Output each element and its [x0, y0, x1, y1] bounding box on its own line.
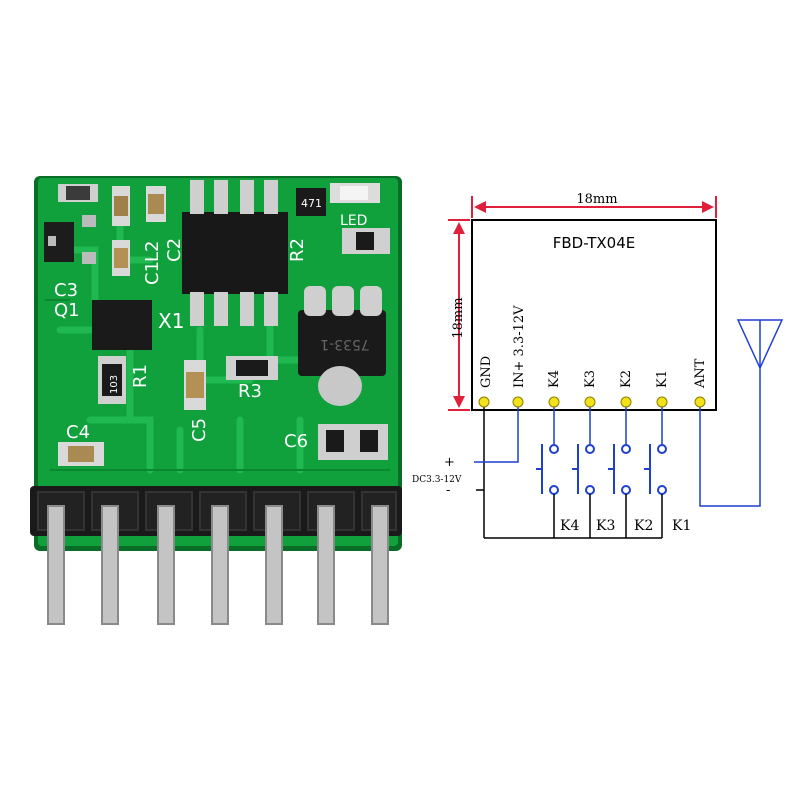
- antenna-icon: [736, 319, 784, 378]
- silk-c1: C1: [142, 261, 163, 285]
- silk-c4: C4: [66, 422, 90, 443]
- pin-label-vin: IN+ 3.3-12V: [512, 305, 527, 388]
- switch-label-k4: K4: [560, 518, 579, 534]
- silk-led: LED: [340, 213, 367, 229]
- silk-c3: C3: [54, 280, 78, 301]
- silk-c5: C5: [189, 418, 210, 442]
- pin-dot-ant: [694, 396, 706, 408]
- switch-label-k2: K2: [634, 518, 653, 534]
- pcb-trace-edges: [45, 299, 390, 471]
- silk-103: 103: [109, 375, 120, 394]
- pin-dot-vin: [512, 396, 524, 408]
- switch-k2: [608, 444, 631, 538]
- schematic: FBD-TX04E 18mm 18mm GND IN+ 3.3-12V K4 K…: [412, 192, 784, 539]
- pin-label-gnd: GND: [479, 356, 494, 388]
- switch-label-k3: K3: [596, 518, 615, 534]
- silk-r1: R1: [130, 364, 151, 388]
- switch-labels: K4 K3 K2 K1: [560, 518, 691, 534]
- pin-dot-k2: [620, 396, 632, 408]
- pin-dot-k3: [584, 396, 596, 408]
- smd-components: 471 7533-1 103: [44, 180, 390, 466]
- regulator: [298, 310, 386, 376]
- supply-voltage-label: DC3.3-12V: [412, 475, 462, 485]
- silk-7533: 7533-1: [320, 336, 370, 352]
- pin-dot-k1: [656, 396, 668, 408]
- pin-label-k1: K1: [655, 370, 670, 388]
- height-label: 18mm: [451, 297, 466, 338]
- silk-c2: C2: [164, 238, 185, 262]
- pin-label-k2: K2: [619, 370, 634, 388]
- width-dimension: [471, 196, 717, 218]
- pin-label-k3: K3: [583, 370, 598, 388]
- pin-dots: [478, 396, 706, 408]
- silk-x1: X1: [158, 309, 184, 333]
- module-outline: [471, 219, 717, 411]
- switch-label-k1: K1: [672, 518, 691, 534]
- silk-q1: Q1: [54, 300, 80, 321]
- silk-r2: R2: [287, 238, 308, 262]
- signal-wiring: [474, 378, 761, 507]
- pin-dot-gnd: [478, 396, 490, 408]
- x1-crystal: [92, 300, 152, 350]
- switch-k4: [536, 444, 559, 538]
- switch-k3: [572, 444, 595, 538]
- height-dimension: [448, 219, 470, 411]
- width-label: 18mm: [576, 192, 617, 207]
- silk-l2: L2: [142, 241, 163, 262]
- silk-471: 471: [301, 197, 322, 210]
- supply-plus: +: [444, 455, 455, 470]
- pin-labels: GND IN+ 3.3-12V K4 K3 K2 K1 ANT: [479, 305, 708, 389]
- pin-label-k4: K4: [547, 370, 562, 388]
- silk-c6: C6: [284, 431, 308, 452]
- ground-wiring: [476, 404, 662, 539]
- switch-k1: [644, 444, 667, 538]
- pin-dot-k4: [548, 396, 560, 408]
- pin-header: [30, 486, 402, 625]
- pin-label-ant: ANT: [693, 358, 708, 389]
- silkscreen: C3 Q1 C1 L2 C2 X1 R2 LED R1 R3 C5 C4 C6: [54, 213, 367, 452]
- encoder-ic: [182, 212, 288, 294]
- silk-r3: R3: [238, 381, 262, 402]
- pcb-photo: C3 Q1 C1 L2 C2 X1 R2 LED R1 R3 C5 C4 C6: [30, 176, 402, 625]
- module-name: FBD-TX04E: [553, 234, 636, 252]
- supply-minus: -: [446, 483, 450, 498]
